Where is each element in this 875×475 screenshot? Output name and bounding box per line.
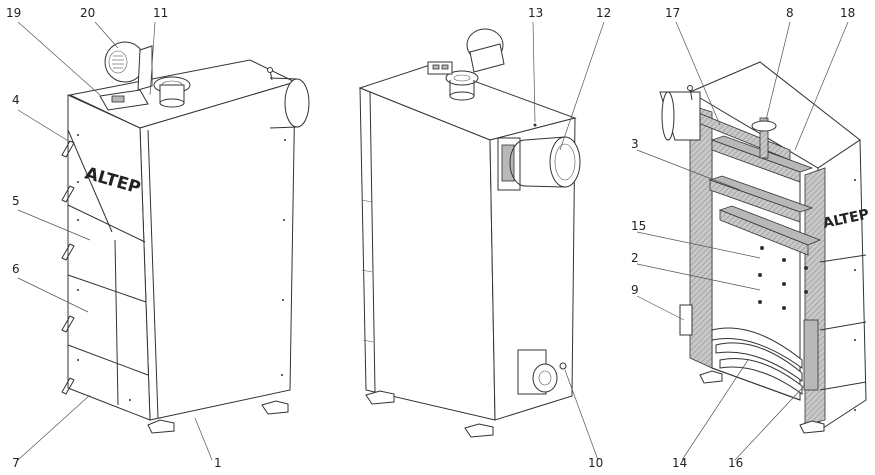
rear-pipe — [284, 78, 310, 128]
side-bracket — [679, 304, 693, 336]
foot-rear-left — [365, 390, 395, 405]
callout-11: 11 — [153, 6, 168, 20]
inner-flue — [759, 117, 769, 159]
callout-13: 13 — [528, 6, 543, 20]
callout-8: 8 — [786, 6, 794, 20]
callout-5: 5 — [12, 194, 20, 208]
rear-fan-unit — [427, 28, 505, 101]
fan-unit — [104, 41, 153, 91]
leaders-cutaway — [636, 21, 849, 461]
flue-outlet — [153, 76, 191, 108]
rear-left-face — [359, 87, 496, 421]
leaders-rear — [532, 21, 605, 461]
grate-bars — [711, 327, 803, 401]
rear-back-face — [489, 117, 576, 421]
foot-cutaway-right — [799, 420, 825, 434]
flue-pipe-rear — [497, 136, 581, 191]
front-view: ALTEP — [6, 6, 310, 470]
callout-17: 17 — [665, 6, 680, 20]
cutaway-left-wall — [689, 104, 713, 369]
foot-rear — [261, 400, 289, 415]
bottom-inlet-rear — [517, 349, 567, 395]
callout-4: 4 — [12, 93, 20, 107]
callout-10: 10 — [588, 456, 603, 470]
callout-14: 14 — [672, 456, 687, 470]
callout-16: 16 — [728, 456, 743, 470]
callout-7: 7 — [12, 456, 20, 470]
callout-20: 20 — [80, 6, 95, 20]
callout-15: 15 — [631, 219, 646, 233]
callout-6: 6 — [12, 262, 20, 276]
callout-1: 1 — [214, 456, 222, 470]
foot-front — [147, 419, 175, 434]
callout-3: 3 — [631, 137, 639, 151]
callout-12: 12 — [596, 6, 611, 20]
callout-2: 2 — [631, 251, 639, 265]
wall-bolts — [758, 246, 808, 310]
foot-rear-right — [464, 423, 494, 438]
front-side-face — [139, 81, 296, 421]
callout-18: 18 — [840, 6, 855, 20]
cutaway-view: ALTEP 17 8 18 3 15 2 9 14 16 — [631, 6, 871, 470]
callout-9: 9 — [631, 283, 639, 297]
door-handles — [61, 140, 75, 395]
lower-channel — [803, 319, 819, 391]
front-face — [67, 94, 151, 421]
callout-19: 19 — [6, 6, 21, 20]
foot-cutaway-left — [699, 370, 723, 384]
rear-view: 13 12 10 — [358, 6, 611, 470]
leaders-front — [17, 21, 213, 461]
